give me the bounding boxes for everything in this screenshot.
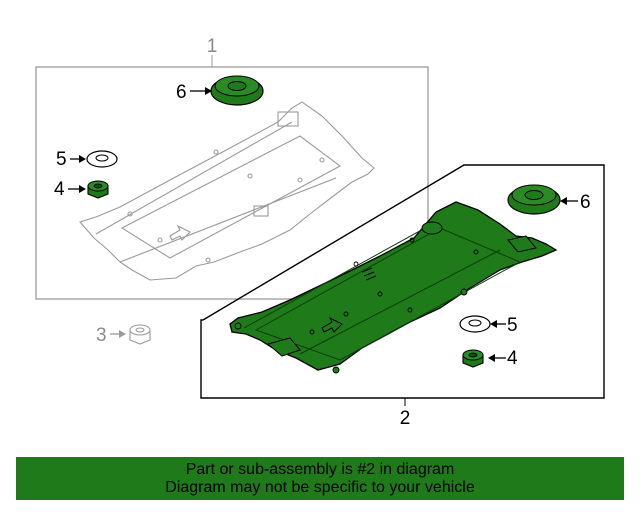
callout-5-left: 5 (56, 149, 67, 170)
group-1-frame (35, 55, 429, 300)
right-part-6-grommet (507, 184, 561, 215)
group-2-frame (200, 164, 605, 406)
info-banner: Part or sub-assembly is #2 in diagram Di… (16, 457, 624, 500)
faded-shield-panel (79, 101, 375, 281)
callout-4-right: 4 (507, 348, 518, 369)
callout-6-left: 6 (176, 82, 187, 103)
right-part-5-washer (459, 315, 491, 333)
banner-line-2: Diagram may not be specific to your vehi… (165, 479, 475, 496)
callout-2: 2 (400, 408, 411, 429)
part-3-nut (129, 324, 151, 345)
left-part-4-nut (87, 180, 109, 199)
left-part-5-washer (86, 150, 118, 168)
callout-3: 3 (96, 325, 107, 346)
callout-4-left: 4 (54, 179, 65, 200)
left-part-6-grommet (210, 75, 264, 106)
callout-6-right: 6 (580, 192, 591, 213)
right-part-4-nut (462, 349, 484, 368)
callout-5-right: 5 (507, 315, 518, 336)
banner-line-1: Part or sub-assembly is #2 in diagram (185, 461, 455, 478)
callout-1: 1 (207, 36, 218, 57)
parts-diagram: 1 6 5 4 3 (35, 36, 605, 429)
highlighted-shield-panel (229, 201, 558, 374)
